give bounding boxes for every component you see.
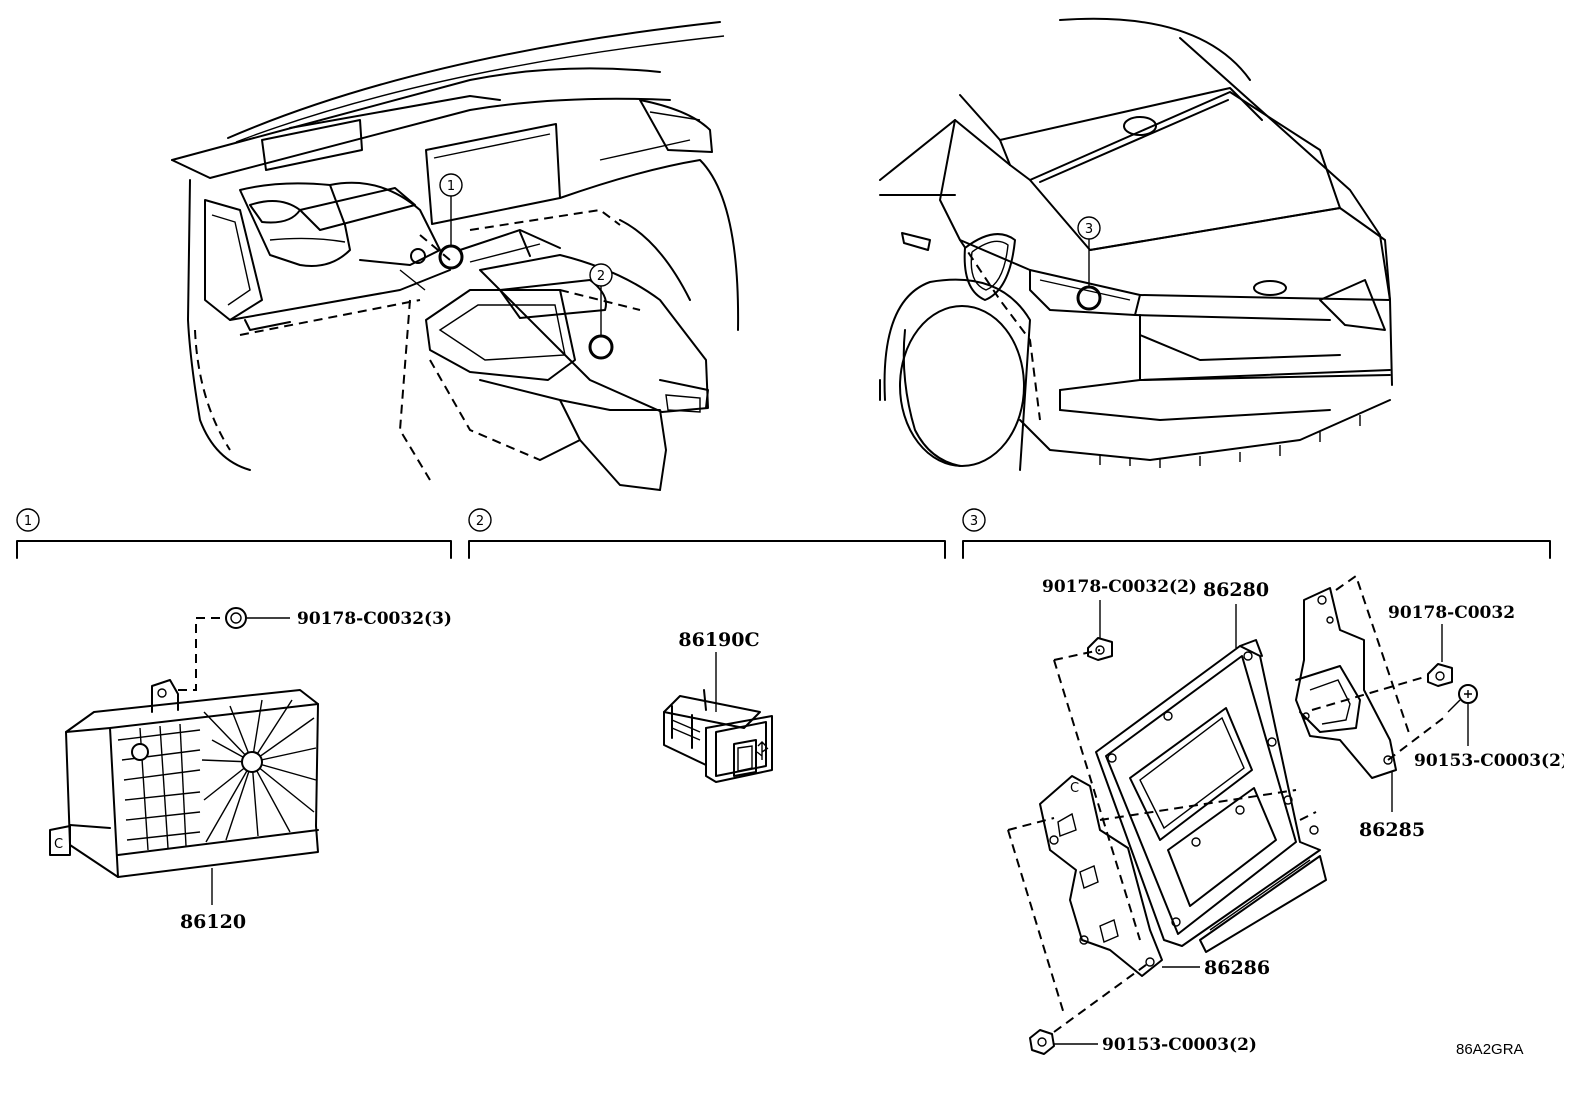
- part-label-90178-c0032-2[interactable]: 90178-C0032(2): [1042, 577, 1197, 597]
- rear-screw-right: [1447, 684, 1478, 746]
- part-label-86280[interactable]: 86280: [1203, 579, 1269, 601]
- amplifier-86120-drawing: C: [49, 607, 319, 905]
- rear-nut-right: [1427, 624, 1453, 687]
- rear-screw-bottom: [1029, 1029, 1098, 1055]
- illustration-reference-code: 86A2GRA: [1456, 1041, 1524, 1058]
- parts-diagram: 1 2: [16, 17, 1569, 1058]
- bracket-86285-drawing: [1295, 587, 1397, 812]
- bracket-86286-drawing: C: [1039, 775, 1200, 977]
- section-3-number: 3: [970, 514, 978, 529]
- section-2-number: 2: [476, 514, 484, 529]
- section-1-header: 1: [16, 508, 452, 559]
- callout-3-marker: 3: [1076, 216, 1102, 311]
- part-label-86285[interactable]: 86285: [1359, 819, 1425, 841]
- section-3-header: 3: [962, 508, 1551, 559]
- part-label-90153-c0003-2-bottom[interactable]: 90153-C0003(2): [1102, 1035, 1257, 1055]
- callout-2-label: 2: [597, 269, 605, 284]
- callout-3-label: 3: [1085, 222, 1093, 237]
- usb-jack-86190c-drawing: [663, 652, 773, 783]
- part-label-86190c[interactable]: 86190C: [678, 629, 759, 651]
- svg-text:C: C: [1070, 781, 1079, 796]
- part-label-90178-c0032-3[interactable]: 90178-C0032(3): [297, 609, 452, 629]
- assembly-dashed-lines: [1007, 574, 1447, 1033]
- part-label-86120[interactable]: 86120: [180, 911, 246, 933]
- part-label-86286[interactable]: 86286: [1204, 957, 1270, 979]
- rear-unit-86280-drawing: [1095, 604, 1327, 953]
- callout-1-marker: 1: [438, 173, 464, 270]
- rear-nut-top-left: [1087, 600, 1113, 661]
- section-2-header: 2: [468, 508, 946, 559]
- callout-1-label: 1: [447, 179, 455, 194]
- dashboard-illustration: [171, 21, 740, 491]
- svg-text:C: C: [54, 837, 63, 852]
- part-label-90178-c0032[interactable]: 90178-C0032: [1388, 603, 1515, 623]
- section-1-number: 1: [24, 514, 32, 529]
- part-label-90153-c0003-2-right[interactable]: 90153-C0003(2): [1414, 751, 1569, 771]
- rear-vehicle-illustration: [879, 17, 1393, 471]
- callout-2-marker: 2: [588, 263, 614, 360]
